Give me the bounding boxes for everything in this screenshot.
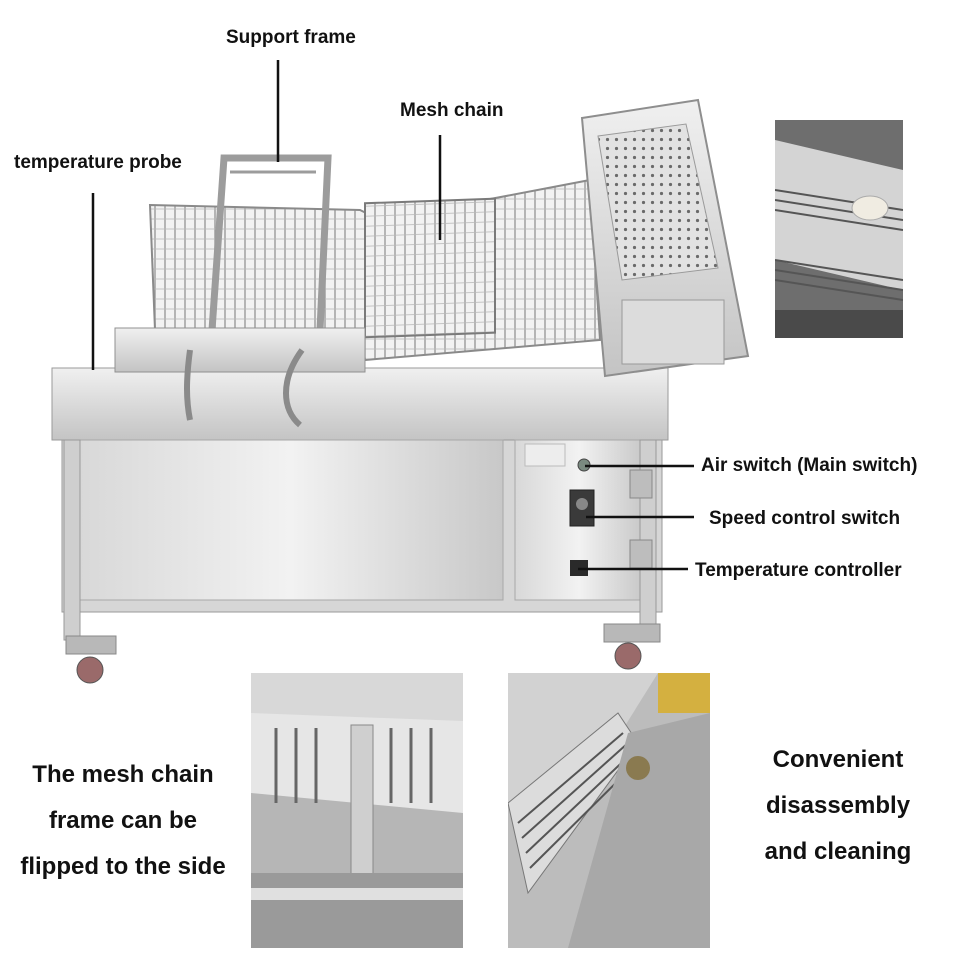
flip-caption-line2: frame can be bbox=[48, 807, 198, 834]
speed-control-label: Speed control switch bbox=[709, 508, 901, 529]
callout-lines bbox=[91, 60, 694, 571]
front-tray bbox=[114, 327, 366, 373]
flip-caption-line1: The mesh chain bbox=[32, 761, 214, 788]
caster-right bbox=[603, 623, 661, 670]
donut-icon bbox=[851, 195, 889, 221]
support-frame-label: Support frame bbox=[226, 27, 356, 48]
mesh-chain-belt bbox=[148, 178, 602, 362]
temperature-controller-label: Temperature controller bbox=[695, 560, 902, 581]
cleaning-tank-photo bbox=[508, 673, 710, 948]
mesh-chain-closeup-photo bbox=[775, 120, 903, 338]
air-switch-label: Air switch (Main switch) bbox=[701, 455, 918, 476]
clean-caption-line2: disassembly bbox=[765, 792, 911, 819]
flip-caption: The mesh chain frame can be flipped to t… bbox=[0, 752, 246, 890]
clean-caption: Convenient disassembly and cleaning bbox=[738, 737, 938, 875]
temperature-probe-label: temperature probe bbox=[14, 152, 182, 173]
machine-body bbox=[51, 367, 669, 684]
clean-caption-line3: and cleaning bbox=[764, 838, 912, 865]
flipped-frame-photo bbox=[251, 673, 463, 948]
flip-caption-line3: flipped to the side bbox=[20, 853, 226, 880]
mesh-chain-label: Mesh chain bbox=[400, 100, 504, 121]
clean-caption-line1: Convenient bbox=[772, 746, 904, 773]
exhaust-hood bbox=[580, 98, 750, 378]
support-frame bbox=[208, 154, 332, 331]
caster-left bbox=[65, 635, 117, 684]
